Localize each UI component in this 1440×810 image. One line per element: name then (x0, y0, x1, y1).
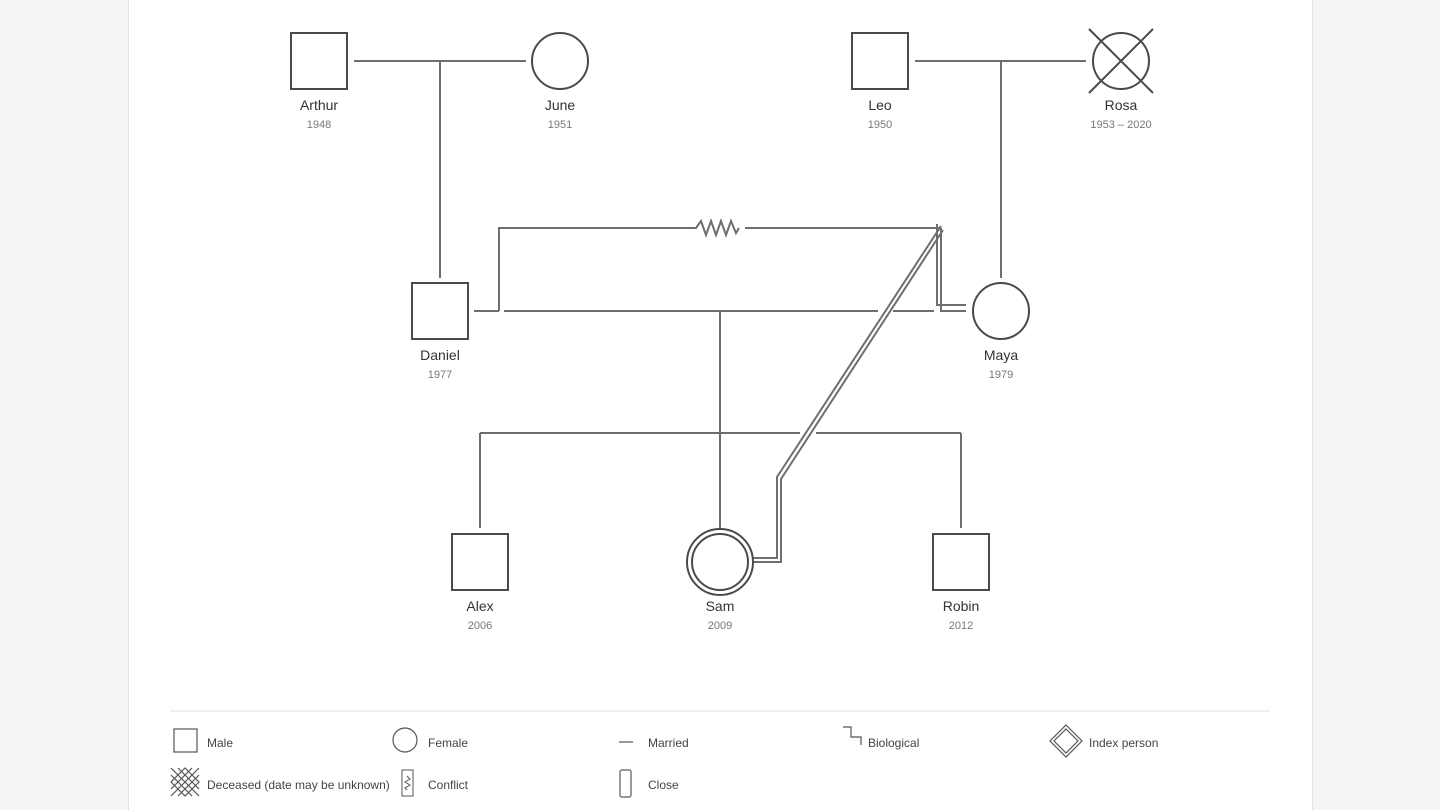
conflict-line-daniel-maya (498, 218, 941, 311)
legend-deceased-icon (170, 767, 200, 797)
person-name: Arthur (300, 97, 338, 113)
person-name: Leo (868, 97, 892, 113)
close-line-maya-sam-b (753, 229, 944, 563)
biological-connector-maya-2 (936, 224, 966, 306)
alex-male-symbol[interactable] (451, 533, 509, 591)
person-name: Alex (466, 598, 493, 614)
legend-female-label: Female (428, 736, 468, 750)
rosa-deceased-female-symbol[interactable] (1088, 28, 1154, 94)
legend-biological-label: Biological (868, 736, 919, 750)
person-year: 1953 – 2020 (1090, 119, 1151, 131)
robin-male-symbol[interactable] (932, 533, 990, 591)
legend-biological-icon (843, 726, 862, 745)
daniel-male-symbol[interactable] (411, 282, 469, 340)
close-line-maya-sam-a (753, 225, 942, 559)
biological-connector-maya (940, 228, 966, 312)
legend-close-icon (619, 769, 632, 798)
june-female-symbol[interactable] (531, 32, 589, 90)
legend-deceased-label: Deceased (date may be unknown) (207, 778, 390, 792)
person-year: 1948 (307, 119, 331, 131)
legend-conflict-icon (401, 769, 414, 797)
sam-index-female-symbol[interactable] (686, 528, 754, 596)
person-name: Robin (943, 598, 980, 614)
person-name: Sam (706, 598, 735, 614)
arthur-male-symbol[interactable] (290, 32, 348, 90)
person-year: 2009 (708, 620, 732, 632)
person-name: Daniel (420, 347, 460, 363)
person-year: 2012 (949, 620, 973, 632)
person-year: 1950 (868, 119, 892, 131)
person-name: Maya (984, 347, 1018, 363)
legend-male-icon (173, 728, 198, 753)
maya-female-symbol[interactable] (972, 282, 1030, 340)
person-year: 1951 (548, 119, 572, 131)
legend-conflict-label: Conflict (428, 778, 469, 792)
legend-index-person-label: Index person (1089, 736, 1158, 750)
legend-married-label: Married (648, 736, 689, 750)
person-year: 1979 (989, 369, 1013, 381)
legend-close-label: Close (648, 778, 679, 792)
legend-male-label: Male (207, 736, 233, 750)
person-year: 2006 (468, 620, 492, 632)
person-name: June (545, 97, 576, 113)
legend-index-person-icon (1049, 724, 1083, 758)
person-name: Rosa (1105, 97, 1138, 113)
leo-male-symbol[interactable] (851, 32, 909, 90)
legend-female-icon (392, 727, 418, 753)
person-year: 1977 (428, 369, 452, 381)
